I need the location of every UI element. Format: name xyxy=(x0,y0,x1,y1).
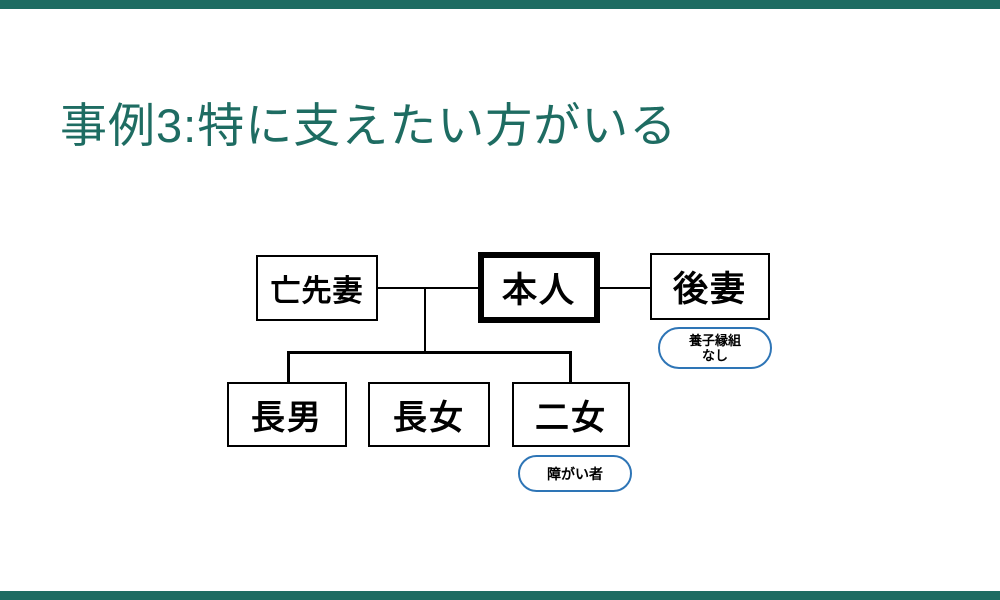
connector-drop-second-daughter xyxy=(569,353,572,382)
node-principal: 本人 xyxy=(478,252,600,323)
callout-no-adoption-line2: なし xyxy=(701,348,728,363)
connector-principal-to-second-wife xyxy=(600,287,650,289)
slide-title: 事例3:特に支えたい方がいる xyxy=(60,99,678,153)
node-second-daughter: 二女 xyxy=(512,382,630,447)
callout-no-adoption-line1: 養子縁組 xyxy=(688,333,741,348)
callout-disabled: 障がい者 xyxy=(518,455,632,492)
connector-drop-eldest-son xyxy=(287,353,290,382)
connector-sibling-bar xyxy=(287,351,572,354)
node-late-first-wife: 亡先妻 xyxy=(256,255,378,321)
connector-late-wife-to-principal xyxy=(378,287,478,289)
node-second-wife-label: 後妻 xyxy=(672,270,747,309)
node-second-wife: 後妻 xyxy=(650,253,770,320)
node-late-first-wife-label: 亡先妻 xyxy=(270,275,364,308)
node-eldest-son-label: 長男 xyxy=(251,399,323,437)
top-accent-bar xyxy=(0,0,1000,9)
node-eldest-daughter: 長女 xyxy=(368,382,490,447)
node-eldest-son: 長男 xyxy=(227,382,347,447)
node-eldest-daughter-label: 長女 xyxy=(393,399,465,437)
node-second-daughter-label: 二女 xyxy=(535,399,607,437)
node-principal-label: 本人 xyxy=(501,271,576,310)
bottom-accent-bar xyxy=(0,591,1000,600)
connector-parents-drop xyxy=(424,288,426,352)
callout-no-adoption: 養子縁組 なし xyxy=(658,327,772,369)
callout-disabled-label: 障がい者 xyxy=(547,465,603,482)
